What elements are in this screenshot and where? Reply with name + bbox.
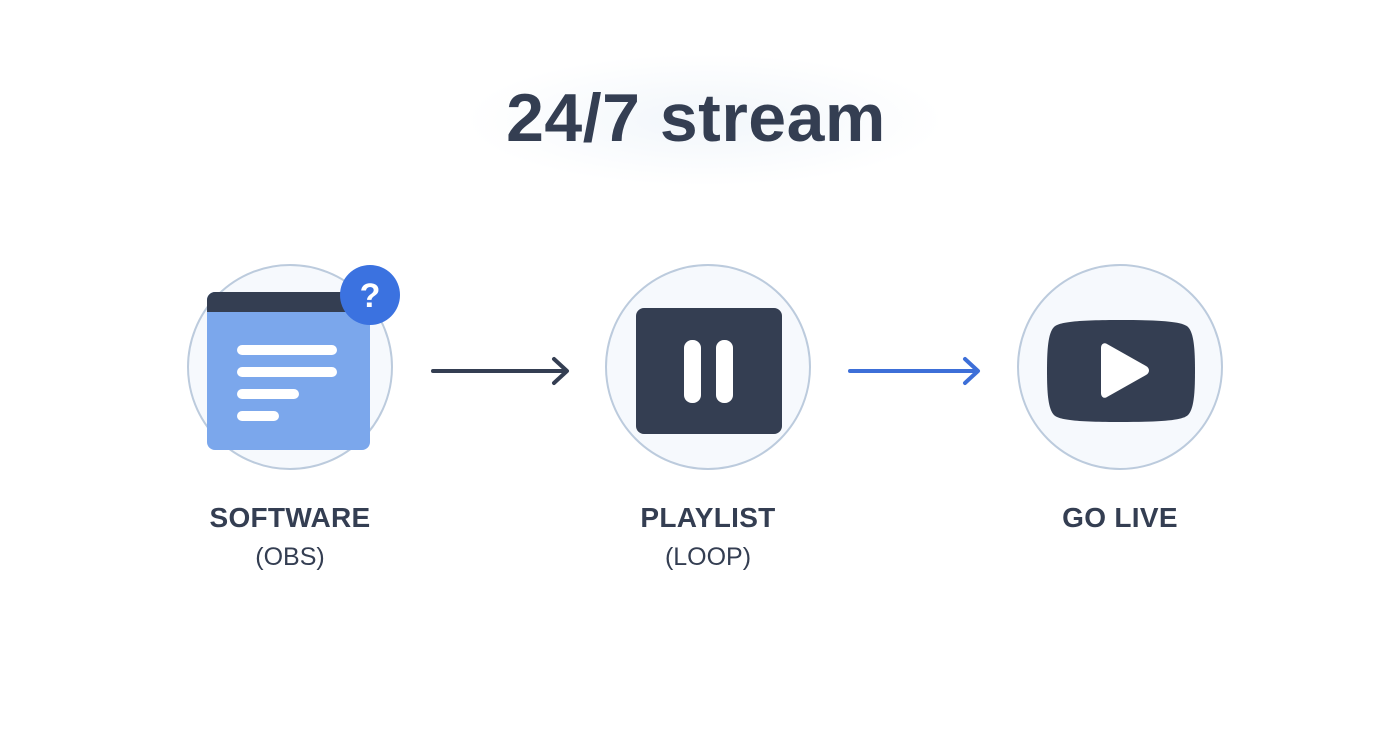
help-badge-icon: ? (340, 265, 400, 325)
step-sublabel: (OBS) (255, 543, 325, 571)
pause-icon (636, 308, 782, 434)
title-background-glow (470, 55, 940, 185)
arrow-right-icon (848, 357, 980, 385)
step-label: GO LIVE (1062, 502, 1178, 533)
software-window-icon (207, 292, 370, 450)
step-sublabel: (LOOP) (664, 543, 752, 571)
play-icon (1047, 320, 1195, 422)
step-label: SOFTWARE (209, 502, 371, 533)
step-label: PLAYLIST (640, 502, 776, 533)
diagram-title: 24/7 stream (506, 80, 886, 156)
help-badge-text: ? (360, 277, 381, 315)
arrow-right-icon (431, 357, 569, 385)
